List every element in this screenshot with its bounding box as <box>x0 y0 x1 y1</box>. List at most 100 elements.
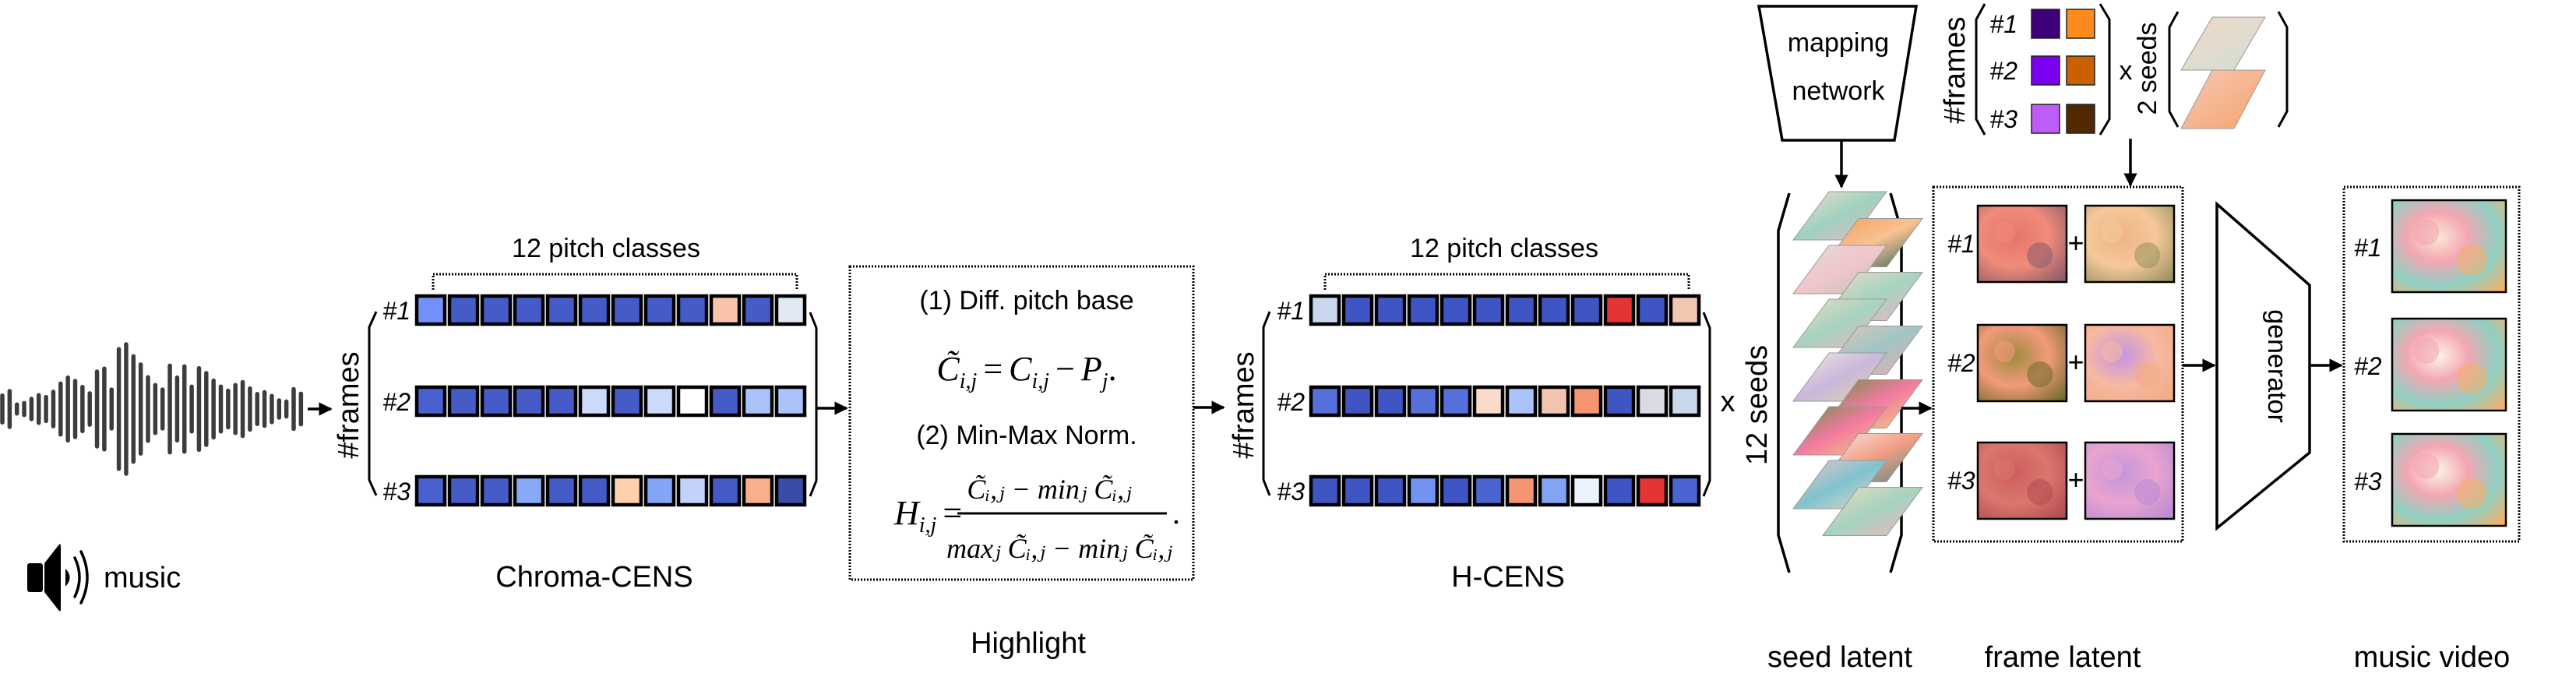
flower-blob <box>2413 219 2440 245</box>
chroma-frames-label: #frames <box>333 351 365 458</box>
hcens-cell <box>1636 385 1669 418</box>
chroma-left-bracket <box>368 311 378 496</box>
highlight-step2: (2) Min-Max Norm. <box>916 421 1136 450</box>
plus-sign: + <box>2067 346 2084 378</box>
chroma-cell <box>611 294 643 326</box>
chroma-cell <box>643 385 676 418</box>
color-palette-grid: #1#2#3 <box>1989 9 2095 134</box>
chroma-cell <box>480 385 513 418</box>
chroma-cell <box>447 474 480 507</box>
eq2-lhs: H <box>893 494 921 532</box>
hcens-cell <box>1309 294 1341 326</box>
hcens-cell <box>1374 474 1407 507</box>
eq2-numerator: C̃ᵢ,ⱼ − minⱼ C̃ᵢ,ⱼ <box>967 474 1132 505</box>
hcens-cell <box>1309 385 1341 418</box>
hcens-cell <box>1440 474 1472 507</box>
chroma-cell <box>545 294 578 326</box>
hcens-cell <box>1309 474 1341 507</box>
hcens-cell <box>1538 385 1570 418</box>
frame-latent-row-label: #2 <box>1947 349 1975 377</box>
music-video-frame <box>2391 432 2507 527</box>
equation-min-max-norm: Hi,j= C̃ᵢ,ⱼ − minⱼ C̃ᵢ,ⱼ maxⱼ C̃ᵢ,ⱼ − mi… <box>893 474 1180 564</box>
chroma-cell <box>578 294 611 326</box>
eq1-rhs-sub: i,j <box>1032 369 1050 393</box>
frame-latent-row-label: #3 <box>1947 467 1975 495</box>
palette-multiplier: x <box>2120 56 2133 86</box>
chroma-axis-bracket <box>432 273 798 290</box>
frame-latent-row-label: #1 <box>1947 230 1975 258</box>
frame-latent-image <box>2084 204 2176 284</box>
flower-blob <box>2456 244 2488 276</box>
hcens-cell <box>1505 385 1538 418</box>
eq1-end: . <box>1108 350 1117 388</box>
flower-blob <box>1993 221 2015 244</box>
highlight-box <box>848 265 1195 581</box>
eq2-end: . <box>1172 495 1180 531</box>
hcens-row-label: #1 <box>1277 297 1305 325</box>
hcens-axis-bracket <box>1323 273 1690 290</box>
chroma-cell <box>480 294 513 326</box>
chroma-row-label: #2 <box>382 388 411 416</box>
flower-blob <box>2101 221 2123 244</box>
highlight-step1: (1) Diff. pitch base <box>919 286 1133 316</box>
hcens-cell <box>1636 474 1669 507</box>
palette-row-label: #1 <box>1989 10 2017 38</box>
flower-blob <box>2456 362 2488 394</box>
eq2-lhs-sub: i,j <box>919 513 937 538</box>
seed-latent-title: seed latent <box>1767 641 1912 674</box>
hcens-left-bracket <box>1262 311 1271 496</box>
palette-swatch <box>2066 9 2095 39</box>
equation-diff-pitch-base: C̃i,j=Ci,j−Pj. <box>936 350 1116 393</box>
hcens-cell <box>1603 385 1636 418</box>
eq1-rhs: C <box>1009 350 1032 388</box>
hcens-cell <box>1505 474 1538 507</box>
chroma-cell <box>513 294 545 326</box>
hcens-row-label: #2 <box>1277 388 1305 416</box>
hcens-cell <box>1472 474 1505 507</box>
flower-blob <box>1993 458 2015 481</box>
palette-swatch <box>2031 55 2060 86</box>
palette-seed-image <box>2180 69 2266 129</box>
music-video-frames: #1#2#3 <box>2354 199 2507 527</box>
chroma-cell <box>414 294 447 326</box>
music-video-frame <box>2391 317 2507 412</box>
palette-swatch <box>2031 9 2060 39</box>
hcens-cell <box>1407 474 1440 507</box>
speaker-icon <box>27 544 89 612</box>
flower-blob <box>2027 242 2053 269</box>
palette-row-label: #3 <box>1989 105 2017 133</box>
hcens-cell <box>1374 294 1407 326</box>
hcens-cell <box>1505 294 1538 326</box>
chroma-cell <box>709 294 742 326</box>
palette-seed-left-bracket <box>2168 11 2180 128</box>
hcens-cell <box>1472 294 1505 326</box>
chroma-cell <box>742 385 774 418</box>
hcens-seeds-label: 12 seeds <box>1741 345 1774 465</box>
chroma-cens-title: Chroma-CENS <box>495 561 692 594</box>
palette-right-bracket <box>2099 3 2111 136</box>
flower-blob <box>2134 242 2161 269</box>
hcens-cell <box>1669 474 1701 507</box>
chroma-cell <box>578 474 611 507</box>
eq2-denominator: maxⱼ C̃ᵢ,ⱼ − minⱼ C̃ᵢ,ⱼ <box>946 533 1172 564</box>
flower-blob <box>2413 453 2440 479</box>
palette-left-bracket <box>1975 3 1986 136</box>
generator-block <box>2215 201 2311 531</box>
chroma-cell <box>447 385 480 418</box>
h-cens-grid: #1 #2 #3 <box>1277 294 1701 507</box>
chroma-cell <box>447 294 480 326</box>
chroma-cell <box>742 474 774 507</box>
hcens-cell <box>1407 294 1440 326</box>
chroma-cell <box>414 385 447 418</box>
chroma-cell <box>676 474 709 507</box>
flower-blob <box>2027 361 2053 388</box>
chroma-cell <box>611 474 643 507</box>
chroma-cell <box>611 385 643 418</box>
hcens-cell <box>1570 385 1603 418</box>
flower-blob <box>2134 479 2161 506</box>
hcens-frames-label: #frames <box>1228 351 1260 458</box>
flower-blob <box>2101 458 2123 481</box>
chroma-cell <box>545 474 578 507</box>
chroma-row-label: #1 <box>382 297 411 325</box>
hcens-row-label: #3 <box>1277 478 1305 506</box>
